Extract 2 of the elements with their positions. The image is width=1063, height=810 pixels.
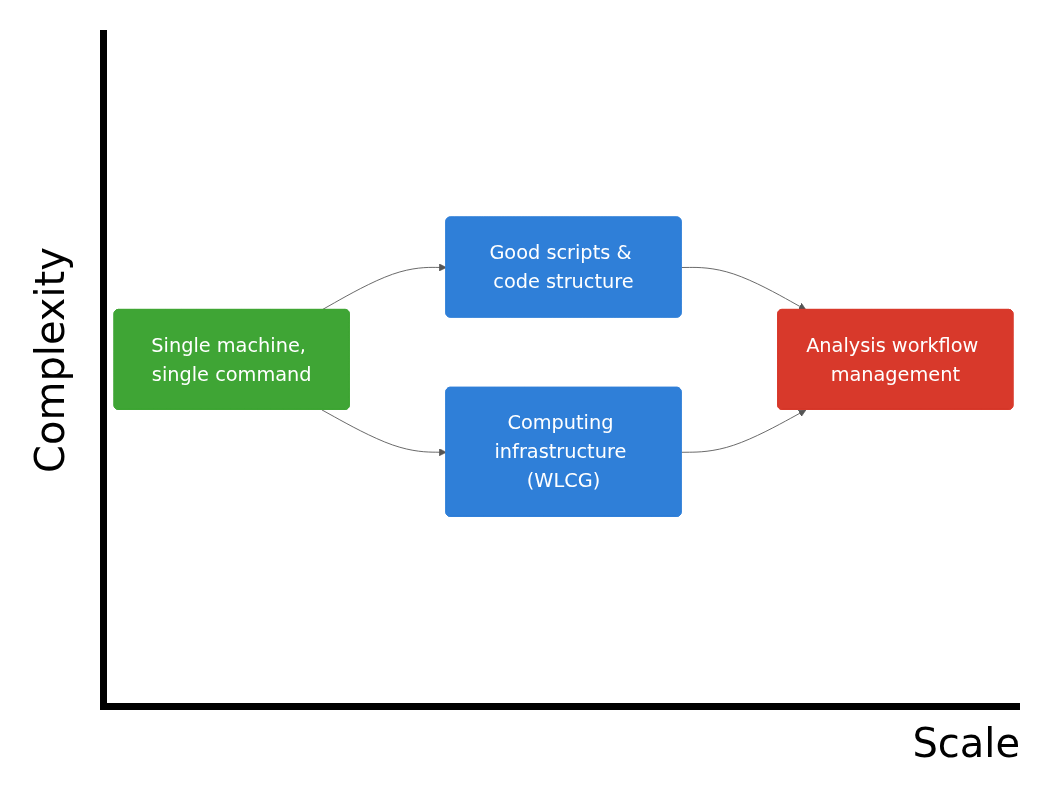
axis-label: Scale bbox=[912, 720, 1020, 766]
axis-label: Complexity bbox=[27, 247, 73, 473]
